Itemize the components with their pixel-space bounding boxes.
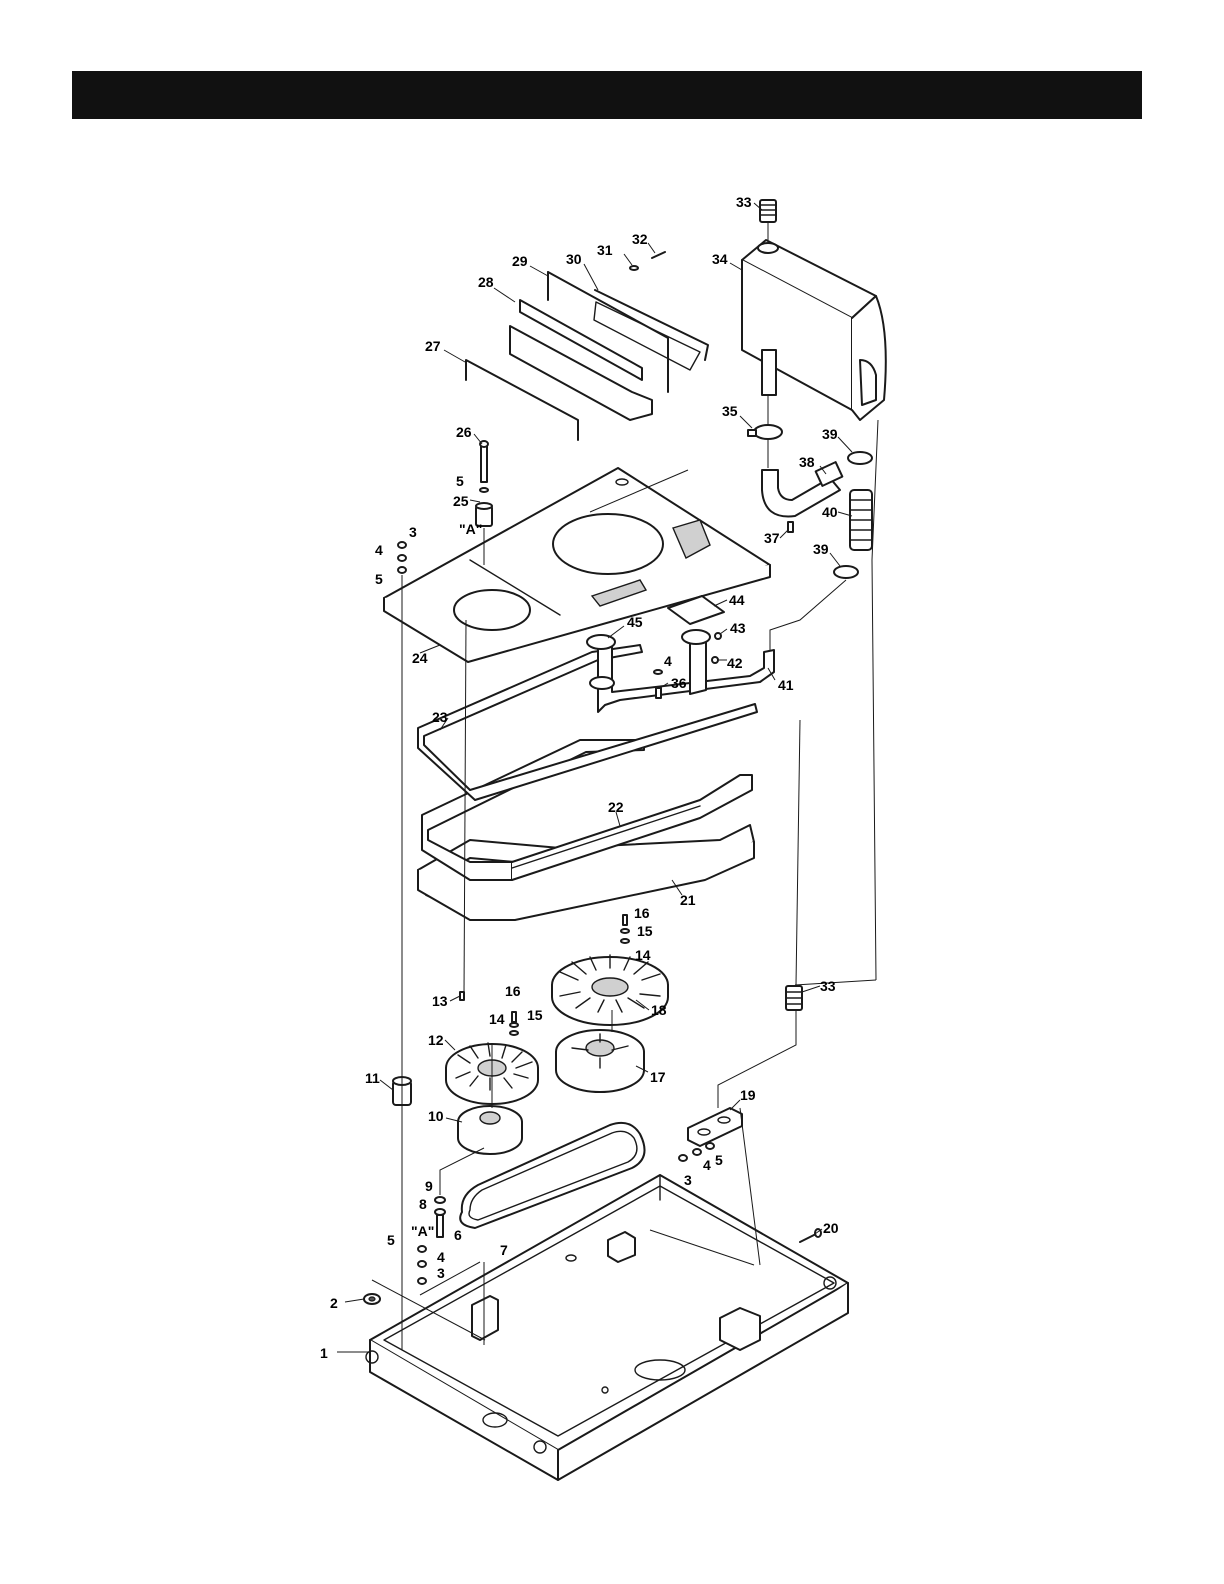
callout-14: 14	[489, 1011, 505, 1027]
callout-7: 7	[500, 1242, 508, 1258]
pulley-part-17	[556, 1030, 644, 1092]
callout-32: 32	[632, 231, 648, 247]
callout-17: 17	[650, 1069, 666, 1085]
callout-39: 39	[813, 541, 829, 557]
callout-3: 3	[437, 1265, 445, 1281]
callout-6: 6	[454, 1227, 462, 1243]
callout-34: 34	[712, 251, 728, 267]
callout-4: 4	[703, 1157, 711, 1173]
callout-15: 15	[527, 1007, 543, 1023]
callout-31: 31	[597, 242, 613, 258]
clamp-part-39-bottom	[834, 566, 858, 578]
callout-A: "A"	[459, 521, 482, 537]
callout-41: 41	[778, 677, 794, 693]
plate-part-24	[384, 468, 770, 662]
callout-21: 21	[680, 892, 696, 908]
callout-35: 35	[722, 403, 738, 419]
callout-37: 37	[764, 530, 780, 546]
callout-14: 14	[635, 947, 651, 963]
callout-5: 5	[456, 473, 464, 489]
callout-4: 4	[437, 1249, 445, 1265]
spring-part-33-top	[760, 200, 776, 222]
callout-5: 5	[387, 1232, 395, 1248]
grommet-part-2	[364, 1294, 380, 1304]
callout-29: 29	[512, 253, 528, 269]
panel-parts-27-30	[466, 272, 708, 440]
callout-28: 28	[478, 274, 494, 290]
callout-38: 38	[799, 454, 815, 470]
callout-26: 26	[456, 424, 472, 440]
muffler-part-34	[742, 240, 886, 420]
callout-12: 12	[428, 1032, 444, 1048]
callout-11: 11	[365, 1070, 380, 1086]
callout-42: 42	[727, 655, 743, 671]
callout-36: 36	[671, 675, 687, 691]
callout-25: 25	[453, 493, 469, 509]
clamp-part-35	[748, 425, 782, 439]
callout-8: 8	[419, 1196, 427, 1212]
callout-30: 30	[566, 251, 582, 267]
callout-2: 2	[330, 1295, 338, 1311]
callout-44: 44	[729, 592, 745, 608]
callout-10: 10	[428, 1108, 444, 1124]
bracket-part-19	[688, 1108, 742, 1146]
callout-43: 43	[730, 620, 746, 636]
callout-4: 4	[664, 653, 672, 669]
pulley-part-10	[458, 1106, 522, 1154]
callout-18: 18	[651, 1002, 667, 1018]
callout-23: 23	[432, 709, 448, 725]
callout-27: 27	[425, 338, 441, 354]
callout-A: "A"	[411, 1223, 434, 1239]
callout-24: 24	[412, 650, 428, 666]
callout-22: 22	[608, 799, 624, 815]
callout-16: 16	[634, 905, 650, 921]
fitting-part-37	[788, 522, 793, 532]
flex-tube-part-40	[850, 490, 872, 550]
spring-part-33-bottom	[786, 986, 802, 1010]
callout-16: 16	[505, 983, 521, 999]
bolt-part-6	[435, 1197, 445, 1237]
callout-13: 13	[432, 993, 448, 1009]
callout-40: 40	[822, 504, 838, 520]
bolt-part-26	[480, 441, 488, 482]
fasteners-31-32	[630, 252, 665, 270]
callout-39: 39	[822, 426, 838, 442]
callout-5: 5	[375, 571, 383, 587]
callout-3: 3	[409, 524, 417, 540]
callout-4: 4	[375, 542, 383, 558]
callout-33: 33	[820, 978, 836, 994]
callout-15: 15	[637, 923, 653, 939]
callout-9: 9	[425, 1178, 433, 1194]
callout-19: 19	[740, 1087, 756, 1103]
bolt-part-20	[800, 1229, 821, 1242]
callout-5: 5	[715, 1152, 723, 1168]
callout-33: 33	[736, 194, 752, 210]
callout-1: 1	[320, 1345, 328, 1361]
bolt-part-36	[654, 670, 662, 674]
callout-45: 45	[627, 614, 643, 630]
clamp-part-39-top	[848, 452, 872, 464]
callout-3: 3	[684, 1172, 692, 1188]
callout-20: 20	[823, 1220, 839, 1236]
manifold-part-41	[598, 634, 774, 712]
